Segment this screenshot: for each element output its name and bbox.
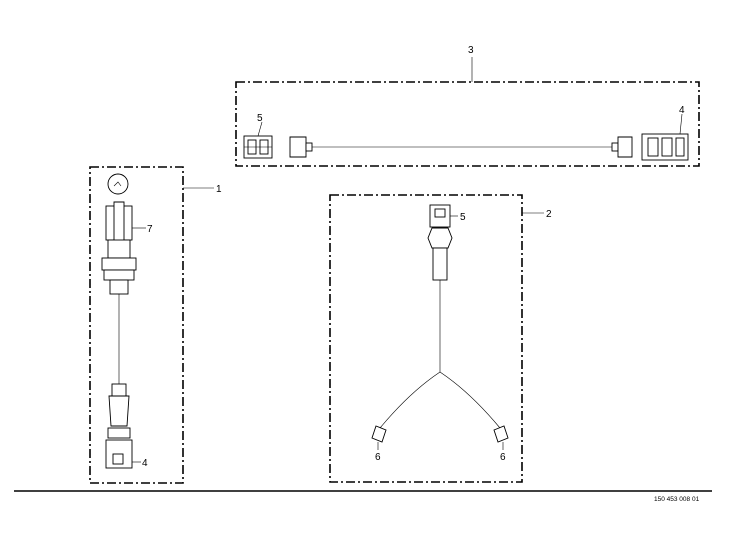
callout-4-top: 4 bbox=[679, 105, 685, 116]
callout-6-left: 6 bbox=[375, 452, 381, 463]
sensor-6-left bbox=[371, 425, 387, 443]
connector-5-left bbox=[243, 135, 313, 159]
group-2-frame bbox=[329, 194, 523, 483]
callout-3: 3 bbox=[468, 45, 474, 56]
y-harness-branch-right bbox=[439, 371, 501, 429]
callout-5-right: 5 bbox=[460, 212, 466, 223]
callout-4-left: 4 bbox=[142, 458, 148, 469]
callout-5-top: 5 bbox=[257, 113, 263, 124]
connector-4-right bbox=[611, 133, 689, 161]
group-1-frame bbox=[89, 166, 184, 484]
callout-7: 7 bbox=[147, 224, 153, 235]
sensor-assembly-1: 1 7 4 bbox=[89, 166, 222, 484]
callout-1: 1 bbox=[216, 184, 222, 195]
connector-4-lower bbox=[105, 383, 133, 469]
sensor-7 bbox=[101, 173, 137, 295]
callout-2: 2 bbox=[546, 209, 552, 220]
document-number: 150 453 008 01 bbox=[654, 496, 700, 503]
y-harness-branch-left bbox=[379, 371, 441, 429]
connector-5-center bbox=[427, 204, 453, 281]
callout-6-right: 6 bbox=[500, 452, 506, 463]
sensor-6-right bbox=[493, 425, 509, 443]
group-3-frame bbox=[235, 81, 700, 167]
y-harness-assembly-2: 2 5 6 6 bbox=[329, 194, 552, 483]
harness-assembly-3: 3 5 4 bbox=[235, 45, 700, 167]
